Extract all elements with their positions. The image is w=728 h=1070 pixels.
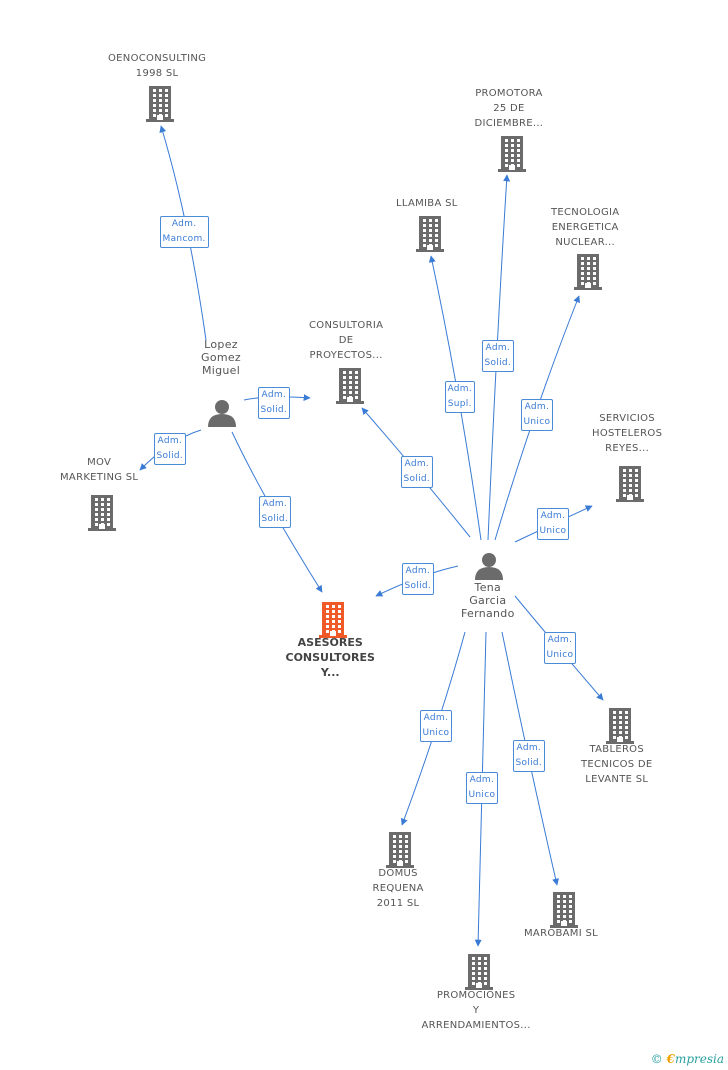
node-tecnologia[interactable]: TECNOLOGIA ENERGETICA NUCLEAR...	[551, 205, 619, 250]
person-icon[interactable]	[207, 399, 237, 431]
node-asesores[interactable]: ASESORES CONSULTORES Y...	[286, 635, 375, 680]
role-badge[interactable]: Adm. Solid.	[400, 456, 434, 488]
role-badge[interactable]: Adm. Solid.	[257, 387, 291, 419]
building-icon[interactable]	[615, 466, 645, 506]
node-consultoria[interactable]: CONSULTORIA DE PROYECTOS...	[309, 318, 383, 363]
node-label: PROMOCIONES Y ARRENDAMIENTOS...	[421, 990, 531, 1031]
role-badge[interactable]: Adm. Solid.	[258, 496, 292, 528]
node-label: Tena Garcia Fernando	[461, 581, 515, 620]
node-tableros[interactable]: TABLEROS TECNICOS DE LEVANTE SL	[581, 742, 653, 787]
building-icon[interactable]	[145, 86, 175, 126]
role-badge[interactable]: Adm. Unico	[520, 399, 554, 431]
node-label: Lopez Gomez Miguel	[201, 338, 242, 377]
node-label: TECNOLOGIA ENERGETICA NUCLEAR...	[551, 207, 620, 248]
node-servicios[interactable]: SERVICIOS HOSTELEROS REYES...	[592, 411, 662, 456]
role-badge[interactable]: Adm. Unico	[543, 632, 577, 664]
building-icon[interactable]	[573, 254, 603, 294]
role-badge[interactable]: Adm. Solid.	[401, 563, 435, 595]
node-label: DOMUS REQUENA 2011 SL	[372, 868, 424, 909]
node-label: MOV MARKETING SL	[60, 457, 139, 483]
node-llamiba[interactable]: LLAMIBA SL	[396, 196, 458, 211]
building-icon[interactable]	[87, 495, 117, 535]
node-marobami[interactable]: MAROBAMI SL	[524, 926, 598, 941]
role-badge[interactable]: Adm. Unico	[419, 710, 453, 742]
building-icon[interactable]	[549, 892, 579, 932]
node-promotora[interactable]: PROMOTORA 25 DE DICIEMBRE...	[475, 86, 544, 131]
building-icon[interactable]	[415, 216, 445, 256]
brand-name: mpresia	[674, 1052, 724, 1066]
brand-initial: €	[666, 1052, 675, 1066]
node-mov[interactable]: MOV MARKETING SL	[60, 455, 138, 485]
building-icon[interactable]	[464, 954, 494, 994]
role-badge[interactable]: Adm. Supl.	[444, 381, 476, 413]
building-icon[interactable]	[318, 602, 348, 642]
node-label: SERVICIOS HOSTELEROS REYES...	[592, 413, 663, 454]
node-label: LLAMIBA SL	[396, 198, 458, 209]
node-promociones[interactable]: PROMOCIONES Y ARRENDAMIENTOS...	[422, 988, 531, 1033]
node-lopez[interactable]: Lopez Gomez Miguel	[201, 338, 241, 377]
node-domus[interactable]: DOMUS REQUENA 2011 SL	[373, 866, 424, 911]
role-badge[interactable]: Adm. Solid.	[481, 340, 515, 372]
role-badge[interactable]: Adm. Unico	[536, 508, 570, 540]
node-label: OENOCONSULTING 1998 SL	[108, 53, 207, 79]
node-oenoconsulting[interactable]: OENOCONSULTING 1998 SL	[108, 51, 206, 81]
node-label: ASESORES CONSULTORES Y...	[285, 636, 375, 679]
role-badge[interactable]: Adm. Unico	[465, 772, 499, 804]
building-icon[interactable]	[335, 368, 365, 408]
building-icon[interactable]	[385, 832, 415, 872]
node-label: TABLEROS TECNICOS DE LEVANTE SL	[581, 744, 653, 785]
empresia-logo[interactable]: © €mpresia	[651, 1052, 724, 1066]
node-label: PROMOTORA 25 DE DICIEMBRE...	[474, 88, 544, 129]
building-icon[interactable]	[497, 136, 527, 176]
node-label: CONSULTORIA DE PROYECTOS...	[309, 320, 384, 361]
role-badge[interactable]: Adm. Mancom.	[159, 216, 209, 248]
building-icon[interactable]	[605, 708, 635, 748]
role-badge[interactable]: Adm. Solid.	[153, 433, 187, 465]
person-icon[interactable]	[474, 552, 504, 584]
copyright-symbol: ©	[650, 1052, 663, 1066]
node-tena[interactable]: Tena Garcia Fernando	[461, 581, 515, 620]
node-label: MAROBAMI SL	[524, 928, 598, 939]
role-badge[interactable]: Adm. Solid.	[512, 740, 546, 772]
